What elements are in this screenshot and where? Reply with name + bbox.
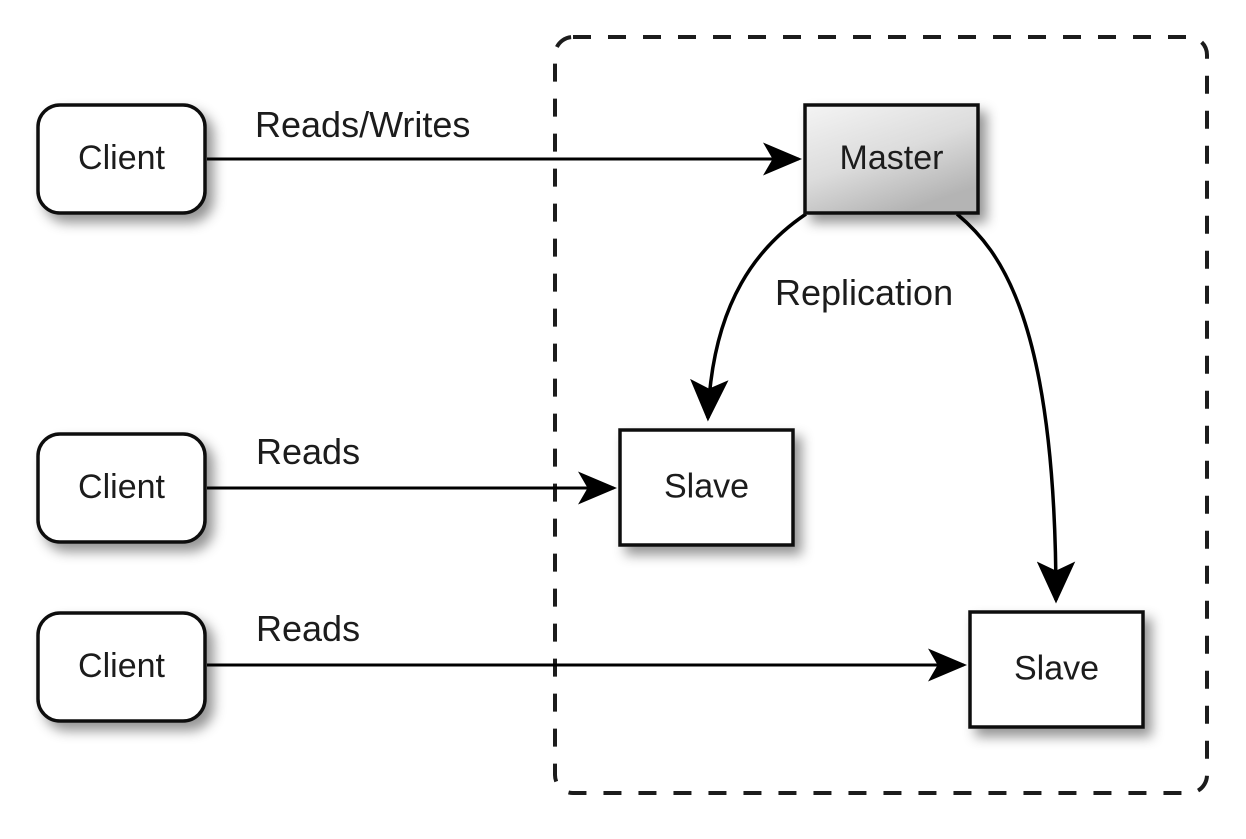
node-slave-2[interactable]: Slave xyxy=(968,610,1145,729)
node-shape-slave-2 xyxy=(968,610,1145,729)
node-slave-1[interactable]: Slave xyxy=(618,428,795,547)
node-master[interactable]: Master xyxy=(803,103,980,215)
edge-label-edge-client3-slave2: Reads xyxy=(256,608,360,649)
node-label-slave-2: Slave xyxy=(1014,649,1099,687)
edge-master-slave1 xyxy=(690,212,807,422)
node-shape-master xyxy=(803,103,980,215)
node-shape-client-3 xyxy=(36,611,207,723)
node-shape-client-2 xyxy=(36,432,207,544)
edge-master-slave2 xyxy=(955,212,1076,604)
node-shape-slave-1 xyxy=(618,428,795,547)
node-label-client-3: Client xyxy=(78,647,165,685)
node-client-2[interactable]: Client xyxy=(36,432,207,544)
node-shape-client-1 xyxy=(36,103,207,215)
node-label-master: Master xyxy=(840,139,944,177)
database-cluster-boundary xyxy=(553,35,1209,795)
edge-label-edge-client2-slave1: Reads xyxy=(256,431,360,472)
node-label-client-1: Client xyxy=(78,139,165,177)
node-client-1[interactable]: Client xyxy=(36,103,207,215)
edges-group xyxy=(207,142,1076,682)
node-label-slave-1: Slave xyxy=(664,467,749,505)
edge-label-edge-client1-master: Reads/Writes xyxy=(255,104,470,145)
node-label-client-2: Client xyxy=(78,468,165,506)
edge-label-edge-master-slave1: Replication xyxy=(775,272,953,313)
node-client-3[interactable]: Client xyxy=(36,611,207,723)
